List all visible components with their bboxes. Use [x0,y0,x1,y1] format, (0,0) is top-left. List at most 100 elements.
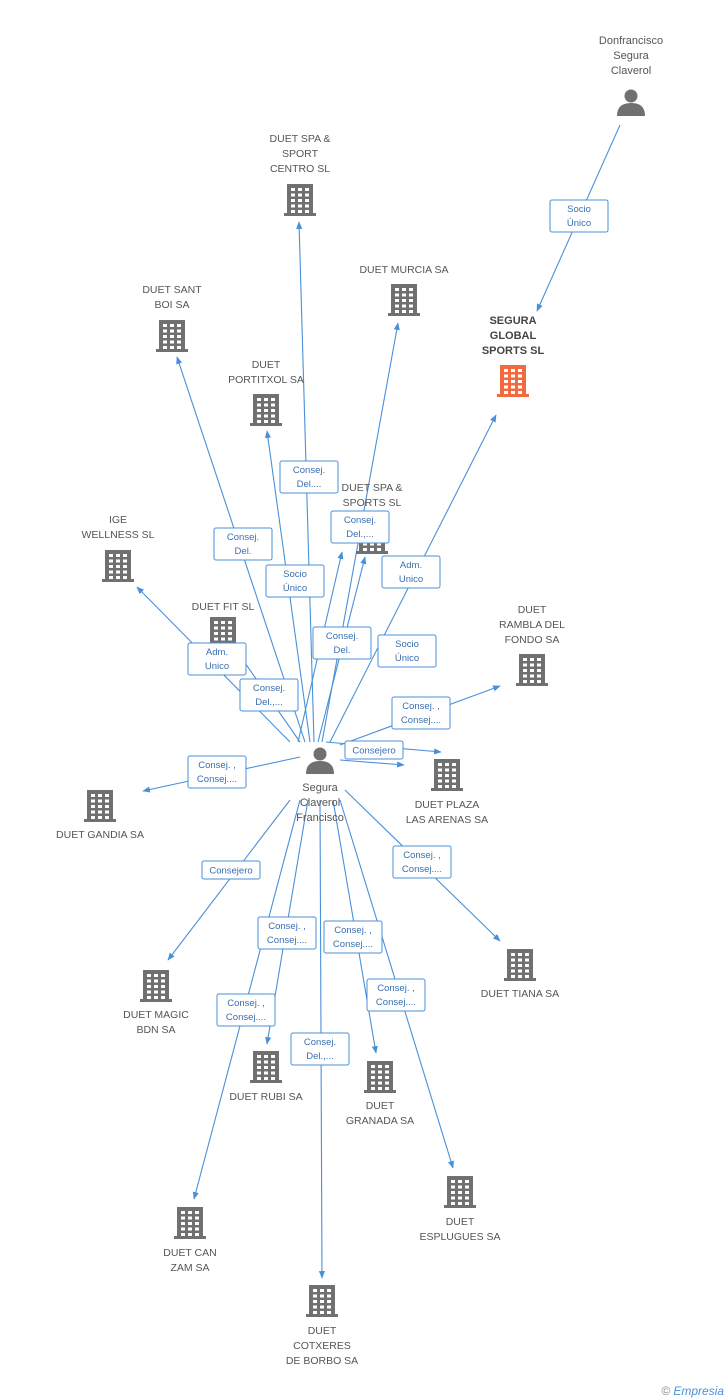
building-icon[interactable] [364,1061,396,1093]
relation-label-text: Del. [235,546,252,557]
building-icon[interactable] [140,970,172,1002]
relation-label-text: Adm. [206,647,228,658]
relation-label-text: Del.,... [306,1051,333,1062]
relation-label[interactable]: Adm.Unico [187,642,247,676]
relation-label[interactable]: Consejero [201,860,261,880]
company-label-line: LAS ARENAS SA [406,814,488,826]
relation-label[interactable]: Consej. ,Consej.... [391,696,451,730]
person-label-line: Francisco [296,812,344,824]
company-label-line: DUET GANDIA SA [56,829,144,841]
relation-edge-segura-magic [167,799,291,961]
company-label-line: RAMBLA DEL [499,619,565,631]
relation-label-text: Consej.... [226,1012,266,1023]
relation-label-text: Único [283,583,307,594]
building-icon[interactable] [444,1176,476,1208]
company-label-line: DUET [308,1325,337,1337]
company-label-line: DUET [366,1100,395,1112]
relation-label[interactable]: Consej.Del. [312,626,372,660]
company-label-line: SPORT [282,148,319,160]
building-icon[interactable] [306,1285,338,1317]
relation-label[interactable]: Consej. Del.,... [290,1032,350,1066]
building-icon[interactable] [431,759,463,791]
relation-label-text: Consej. , [334,925,372,936]
relation-label-text: Consej. , [377,983,415,994]
relation-label-text: Consej. [304,1037,336,1048]
relation-label-text: Único [567,218,591,229]
brand-logo-text: Empresia [673,1384,724,1398]
relation-label[interactable]: Consej. , Consej.... [392,845,452,879]
company-label-line: DUET [518,604,547,616]
relation-label-text: Consej.... [402,864,442,875]
company-label-line: BOI SA [154,299,189,311]
company-label-line: DUET TIANA SA [481,988,559,1000]
company-label-line: IGE [109,514,127,526]
building-icon[interactable] [516,654,548,686]
company-label-line: DE BORBO SA [286,1355,358,1367]
person-label-line: Claverol [300,797,340,809]
relation-label[interactable]: Consej. ,Consej.... [323,920,383,954]
relation-label[interactable]: Consej.Del.,... [330,510,390,544]
relation-label[interactable]: Consej. , Consej.... [366,978,426,1012]
relation-label[interactable]: Consejero [344,740,404,760]
company-label-line: DUET FIT SL [192,601,255,613]
person-icon[interactable] [617,89,645,117]
relation-label-text: Consej. , [268,921,306,932]
relation-label-text: Adm. [400,560,422,571]
company-label-line: SEGURA [489,315,536,327]
relation-label-text: Del.... [297,479,322,490]
company-label-line: PORTITXOL SA [228,374,304,386]
company-label-line: DUET CAN [163,1247,216,1259]
company-label-line: DUET SPA & [270,133,331,145]
person-label-line: Segura [613,50,649,62]
building-icon[interactable] [156,320,188,352]
relation-label-text: Socio [283,569,307,580]
relation-label-text: Consej. [326,631,358,642]
relation-label-text: Consej.... [376,997,416,1008]
building-icon[interactable] [174,1207,206,1239]
relation-label[interactable]: Adm. Unico [381,555,441,589]
relation-label-text: Unico [399,574,423,585]
relation-label-text: Consej.... [401,715,441,726]
company-label-line: ZAM SA [170,1262,209,1274]
company-label-line: DUET [446,1216,475,1228]
relation-label[interactable]: Consej.Del.,... [239,678,299,712]
relation-label[interactable]: Consej. , Consej.... [257,916,317,950]
footer-brand[interactable]: ©Empresia [661,1384,724,1398]
relation-label-text: Socio [567,204,591,215]
building-icon[interactable] [250,394,282,426]
relation-label-text: Consej. [293,465,325,476]
person-icon[interactable] [306,747,334,775]
company-label-line: FONDO SA [505,634,560,646]
relation-label-text: Consej.... [267,935,307,946]
building-icon[interactable] [84,790,116,822]
company-label-line: CENTRO SL [270,163,330,175]
relation-label[interactable]: Consej. ,Consej.... [187,755,247,789]
building-icon[interactable] [284,184,316,216]
relation-edge-segura-plaza [339,759,405,768]
relation-label-text: Del.,... [255,697,282,708]
building-icon[interactable] [388,284,420,316]
relation-label[interactable]: Consej.Del. [213,527,273,561]
person-label-line: Donfrancisco [599,35,663,47]
building-icon[interactable] [497,365,529,397]
relation-label[interactable]: Consej. ,Consej.... [216,993,276,1027]
building-icon[interactable] [504,949,536,981]
relation-label-text: Consej.... [197,774,237,785]
company-label-line: SPORTS SL [343,497,402,509]
relation-label-text: Único [395,653,419,664]
building-icon[interactable] [102,550,134,582]
company-label-line: ESPLUGUES SA [419,1231,500,1243]
relation-label[interactable]: Consej. Del.... [279,460,339,494]
relation-labels-layer: SocioÚnicoConsej.Del....Consej.Del.,...A… [187,199,609,1066]
company-label-line: GRANADA SA [346,1115,414,1127]
building-icon[interactable] [250,1051,282,1083]
relation-label-text: Consej. , [403,850,441,861]
company-label-line: GLOBAL [490,330,537,342]
relation-label-text: Socio [395,639,419,650]
company-label-line: DUET MAGIC [123,1009,189,1021]
person-label-line: Claverol [611,65,651,77]
